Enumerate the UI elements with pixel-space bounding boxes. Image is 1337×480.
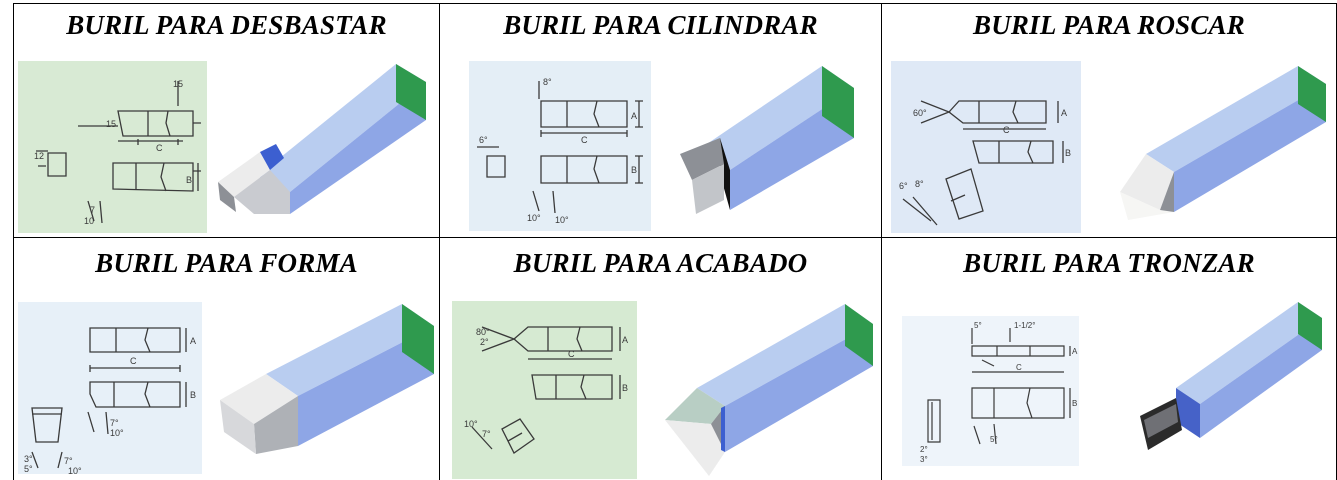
table-cell-acabado: BURIL PARA ACABADO 80°2° C A B 10° 7° bbox=[440, 238, 882, 480]
cell-title: BURIL PARA DESBASTAR bbox=[66, 10, 387, 40]
svg-text:C: C bbox=[1016, 363, 1022, 372]
table-cell-roscar: BURIL PARA ROSCAR 60° C A B 6° 8° bbox=[882, 4, 1337, 237]
svg-text:7°: 7° bbox=[110, 418, 119, 428]
svg-text:12: 12 bbox=[34, 151, 44, 161]
tool-bit-image bbox=[1120, 66, 1326, 220]
tool-bit-image bbox=[220, 304, 434, 454]
svg-text:A: A bbox=[1061, 108, 1067, 118]
technical-drawing: 8° 6° C A B 10° 10° bbox=[469, 61, 651, 231]
svg-text:C: C bbox=[130, 356, 137, 366]
svg-text:A: A bbox=[631, 111, 637, 121]
svg-text:10: 10 bbox=[84, 216, 94, 226]
svg-text:5°: 5° bbox=[24, 464, 33, 474]
technical-drawing: 5° 1-1/2° C A B 2°3° 5° bbox=[902, 316, 1079, 466]
svg-text:B: B bbox=[190, 390, 196, 400]
drawing-background bbox=[452, 301, 637, 479]
svg-text:8°: 8° bbox=[543, 77, 552, 87]
technical-drawing: 15 15C 12 710 B bbox=[18, 61, 207, 233]
tool-bit-image bbox=[680, 66, 854, 214]
svg-text:A: A bbox=[1072, 347, 1078, 356]
svg-text:8°: 8° bbox=[915, 179, 924, 189]
svg-text:5°: 5° bbox=[974, 321, 982, 330]
svg-text:10°: 10° bbox=[68, 466, 82, 474]
svg-text:3°: 3° bbox=[24, 454, 33, 464]
drawing-background bbox=[18, 302, 202, 474]
svg-text:7°: 7° bbox=[64, 456, 73, 466]
technical-drawing: CAB 7°10° 3°5°7°10° bbox=[18, 302, 202, 474]
drawing-background bbox=[902, 316, 1079, 466]
svg-text:B: B bbox=[631, 165, 637, 175]
svg-text:7°: 7° bbox=[482, 429, 491, 439]
svg-text:C: C bbox=[568, 349, 575, 359]
svg-text:10°: 10° bbox=[527, 213, 541, 223]
table-cell-cilindrar: BURIL PARA CILINDRAR 8° 6° C A B 10° 10° bbox=[440, 4, 882, 237]
svg-text:15: 15 bbox=[173, 79, 183, 89]
svg-text:10°: 10° bbox=[464, 419, 478, 429]
technical-drawing: 60° C A B 6° 8° bbox=[891, 61, 1081, 233]
technical-drawing: 80°2° C A B 10° 7° bbox=[452, 301, 637, 479]
svg-text:C: C bbox=[581, 135, 588, 145]
svg-text:15: 15 bbox=[106, 119, 116, 129]
drawing-background bbox=[18, 61, 207, 233]
drawing-background bbox=[891, 61, 1081, 233]
cell-title: BURIL PARA ACABADO bbox=[513, 248, 808, 278]
svg-text:A: A bbox=[622, 335, 628, 345]
svg-text:C: C bbox=[1003, 125, 1010, 135]
svg-text:6°: 6° bbox=[479, 135, 488, 145]
drawing-background bbox=[469, 61, 651, 231]
svg-text:A: A bbox=[190, 336, 196, 346]
tool-bit-image bbox=[665, 304, 873, 476]
cell-title: BURIL PARA CILINDRAR bbox=[503, 10, 818, 40]
svg-text:B: B bbox=[1072, 399, 1077, 408]
cell-title: BURIL PARA FORMA bbox=[95, 248, 358, 278]
svg-text:7: 7 bbox=[90, 205, 95, 215]
svg-text:B: B bbox=[622, 383, 628, 393]
svg-text:5°: 5° bbox=[990, 435, 998, 444]
svg-text:10°: 10° bbox=[555, 215, 569, 225]
svg-text:B: B bbox=[186, 175, 192, 185]
cell-title: BURIL PARA TRONZAR bbox=[963, 248, 1255, 278]
svg-text:1-1/2°: 1-1/2° bbox=[1014, 321, 1035, 330]
svg-text:C: C bbox=[156, 143, 163, 153]
cell-title: BURIL PARA ROSCAR bbox=[973, 10, 1245, 40]
svg-text:60°: 60° bbox=[913, 108, 927, 118]
table-cell-tronzar: BURIL PARA TRONZAR 5° 1-1/2° C A B 2°3° 5° bbox=[882, 238, 1337, 480]
tool-bit-image bbox=[1140, 302, 1322, 450]
svg-text:2°: 2° bbox=[480, 337, 489, 347]
tool-bit-image bbox=[218, 64, 426, 214]
svg-text:80°: 80° bbox=[476, 327, 490, 337]
svg-text:6°: 6° bbox=[899, 181, 908, 191]
svg-text:B: B bbox=[1065, 148, 1071, 158]
svg-text:10°: 10° bbox=[110, 428, 124, 438]
svg-text:2°: 2° bbox=[920, 445, 928, 454]
svg-text:3°: 3° bbox=[920, 455, 928, 464]
